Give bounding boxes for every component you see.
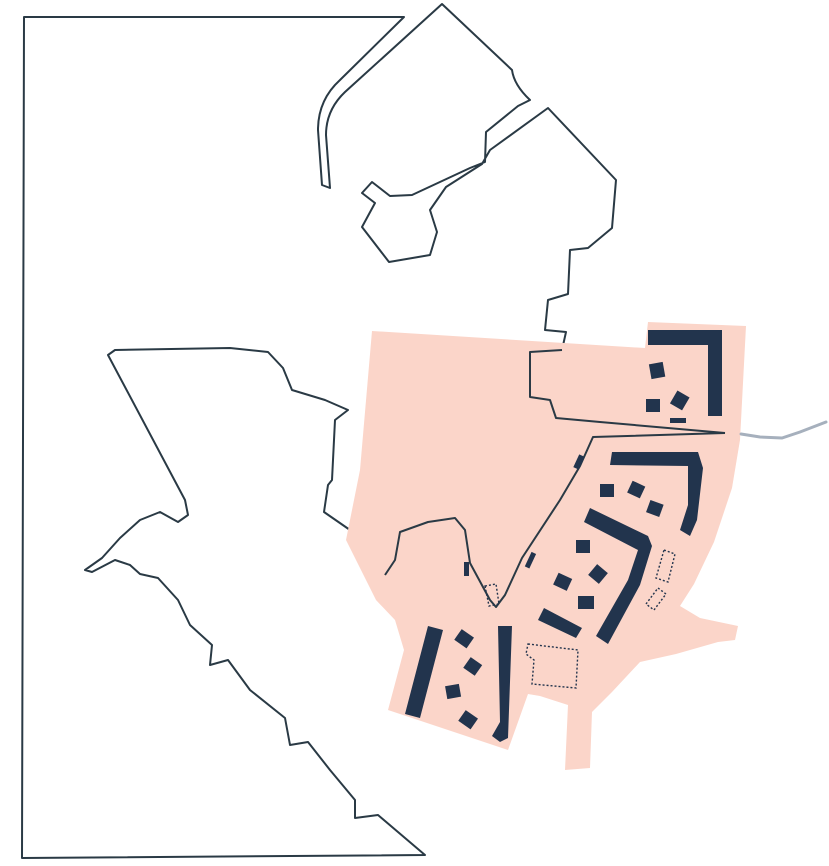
planned-footprint [655,549,676,583]
building-slab [538,608,582,638]
building-slab-west [405,626,443,718]
building-block [576,540,590,553]
building-bar [524,551,537,569]
building-block [463,657,483,676]
building-block [646,499,664,517]
development-site-area [346,322,746,770]
building-block [646,399,660,412]
building-block [627,480,646,499]
planned-footprint [645,587,667,611]
building-block [578,596,594,609]
building-l-north [648,330,722,416]
building-angled-long [584,508,652,644]
existing-buildings [405,330,722,742]
building-block [600,484,614,497]
building-block [553,572,573,591]
planned-building-footprints [484,549,676,689]
building-bar [573,454,585,470]
building-block [445,683,462,700]
building-block [669,390,690,411]
planned-footprint [525,643,579,689]
building-block [454,629,474,649]
river [739,420,828,440]
building-bar [464,562,469,576]
planned-footprint [484,583,500,607]
building-block [588,564,608,584]
building-block [648,361,666,380]
building-bar [670,418,686,423]
building-slab-east [492,626,512,742]
building-block [458,710,478,730]
inner-shoreline [384,349,726,608]
building-l-middle [610,452,703,536]
